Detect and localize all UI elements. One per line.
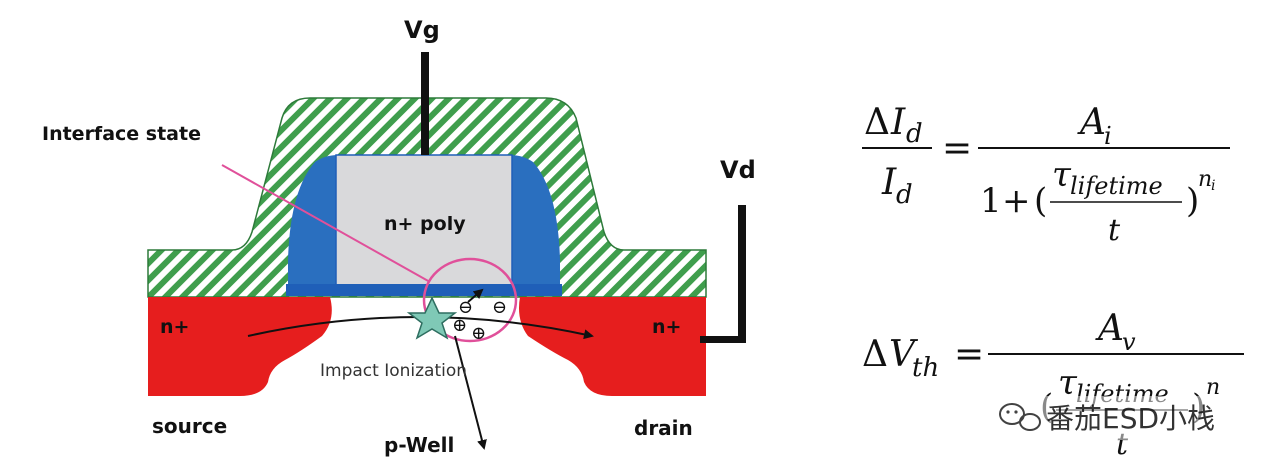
eq1-rhs-num-var: A bbox=[1077, 102, 1106, 143]
gate-contact-line bbox=[421, 52, 429, 155]
drain-doping-label: n+ bbox=[652, 316, 681, 338]
equation-threshold-voltage-shift: Δ V th = A v ( τ lifetime t ) n bbox=[862, 308, 1244, 462]
drain-contact-line bbox=[700, 205, 746, 343]
eq1-rhs-one: 1 bbox=[980, 181, 1002, 221]
source-label: source bbox=[152, 414, 227, 438]
gate-material-label: n+ poly bbox=[384, 213, 466, 235]
interface-trap-star bbox=[406, 296, 458, 340]
mosfet-cross-section: ⊖ ⊖ ⊕ ⊕ Vg Vd Interface state n+ poly n+… bbox=[42, 16, 756, 457]
eq2-lhs-sub: th bbox=[912, 353, 939, 383]
electron-charge-1: ⊖ bbox=[458, 297, 473, 318]
equation-drain-current-shift: Δ I d I d = A i 1 + ( τ lifetime t ) n i bbox=[862, 102, 1230, 248]
watermark-text: 番茄ESD小栈 bbox=[1046, 402, 1215, 435]
eq2-equals: = bbox=[954, 334, 984, 375]
interface-state-label: Interface state bbox=[42, 123, 201, 145]
eq1-exponent: n bbox=[1198, 167, 1212, 192]
hole-charge-2: ⊕ bbox=[471, 323, 486, 344]
eq2-rhs-num-var: A bbox=[1095, 308, 1124, 349]
watermark: 番茄ESD小栈 bbox=[994, 396, 1236, 440]
source-n-plus-region bbox=[148, 297, 332, 396]
eq1-tau: τ bbox=[1052, 155, 1072, 195]
eq1-rhs-plus: + bbox=[1002, 181, 1031, 221]
eq2-lhs-delta: Δ bbox=[862, 334, 888, 375]
sidewall-spacer-left bbox=[288, 155, 338, 286]
electron-up-arrow bbox=[467, 288, 484, 303]
eq2-rhs-num-sub: v bbox=[1122, 328, 1136, 356]
gate-voltage-label: Vg bbox=[404, 16, 440, 44]
eq1-tau-sub: lifetime bbox=[1070, 172, 1163, 200]
hole-charge-1: ⊕ bbox=[452, 315, 467, 336]
eq1-paren-open: ( bbox=[1034, 181, 1047, 221]
eq1-lhs-delta: Δ bbox=[864, 102, 890, 143]
sidewall-spacer-right bbox=[510, 155, 560, 286]
eq1-equals: = bbox=[942, 128, 972, 169]
eq1-lhs-den-sub: d bbox=[896, 180, 913, 210]
eq1-rhs-num-sub: i bbox=[1104, 122, 1112, 150]
eq1-t: t bbox=[1108, 213, 1121, 248]
impact-ionization-label: Impact Ionization bbox=[320, 361, 467, 381]
eq2-exponent: n bbox=[1206, 375, 1220, 400]
eq1-paren-close: ) bbox=[1186, 181, 1199, 221]
watermark-backdrop bbox=[994, 396, 1236, 440]
source-doping-label: n+ bbox=[160, 316, 189, 338]
electron-charge-2: ⊖ bbox=[492, 297, 507, 318]
eq1-lhs-num-sub: d bbox=[906, 119, 923, 149]
drain-voltage-label: Vd bbox=[720, 156, 756, 184]
drain-label: drain bbox=[634, 416, 693, 440]
hole-substrate-arrow bbox=[454, 335, 487, 450]
chat-bubble-icon bbox=[999, 403, 1041, 431]
eq1-lhs-num-var: I bbox=[890, 102, 906, 143]
drain-n-plus-region bbox=[519, 297, 706, 396]
eq2-lhs-var: V bbox=[889, 334, 919, 375]
eq1-lhs-den-var: I bbox=[881, 162, 897, 203]
eq1-exponent-sub: i bbox=[1211, 178, 1215, 194]
p-well-label: p-Well bbox=[384, 433, 454, 457]
interface-state-circle bbox=[422, 257, 518, 343]
interface-state-pointer bbox=[221, 164, 431, 283]
eq2-tau: τ bbox=[1058, 363, 1078, 403]
